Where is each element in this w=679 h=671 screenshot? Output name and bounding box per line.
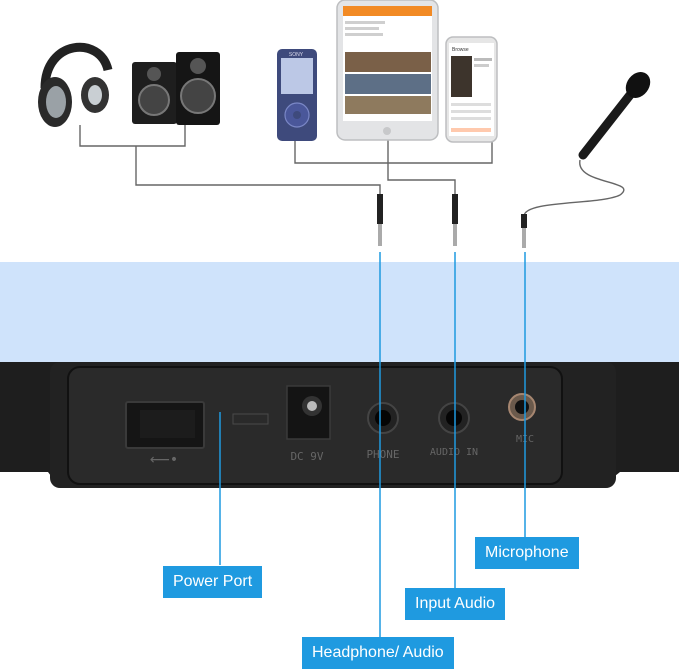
- power-port-label: Power Port: [173, 573, 253, 590]
- microphone-label: Microphone: [485, 544, 569, 561]
- plug-mic: [521, 214, 527, 248]
- usb-icon: ⟵•: [150, 452, 178, 468]
- headphones-icon: [38, 42, 113, 127]
- power-port-callout: Power Port: [163, 566, 263, 598]
- dc-power-port: DC 9V: [232, 385, 331, 463]
- tablet-icon: [336, 0, 439, 141]
- svg-text:Browse: Browse: [452, 47, 469, 53]
- mp3-player-icon: SONY: [277, 49, 317, 141]
- headphone-audio-label: Headphone/ Audio: [312, 644, 444, 661]
- microphone-icon: [578, 72, 651, 160]
- input-audio-label: Input Audio: [415, 595, 496, 612]
- keyboard-body: [0, 362, 679, 488]
- background-band: [0, 262, 679, 366]
- audio-in-label: AUDIO IN: [430, 447, 478, 458]
- input-audio-callout: Input Audio: [405, 588, 506, 620]
- smartphone-icon: Browse: [445, 36, 498, 143]
- usb-port: ⟵•: [125, 401, 205, 468]
- svg-text:SONY: SONY: [289, 52, 304, 58]
- dc-9v-label: DC 9V: [290, 450, 323, 463]
- plug-audio: [452, 194, 458, 246]
- callout-leaders: [219, 252, 526, 640]
- phone-jack: PHONE: [366, 402, 400, 461]
- headphone-audio-callout: Headphone/ Audio: [302, 637, 454, 669]
- phone-jack-label: PHONE: [366, 448, 399, 461]
- microphone-callout: Microphone: [475, 537, 579, 569]
- plug-phone: [377, 194, 383, 246]
- speakers-icon: [132, 52, 220, 125]
- audio-in-jack: AUDIO IN: [430, 402, 478, 458]
- cables: [79, 125, 625, 217]
